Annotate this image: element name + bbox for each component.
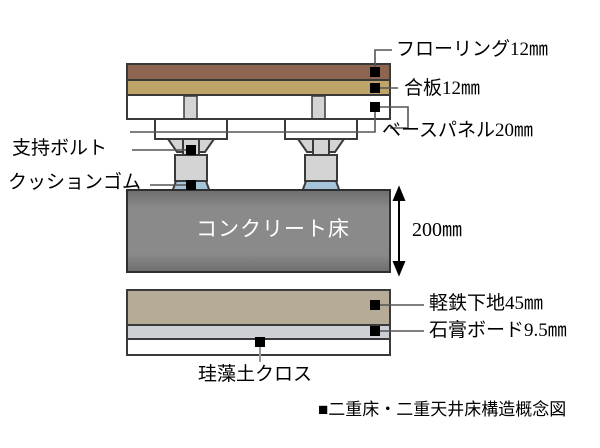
layer-gypsum-board (126, 324, 391, 340)
label-gypsum-board: 石膏ボード9.5㎜ (429, 320, 567, 341)
layer-flooring (126, 63, 391, 81)
marker-plywood (370, 83, 380, 93)
label-concrete-floor: コンクリート床 (196, 217, 350, 241)
label-steel-substrate: 軽鉄下地45㎜ (429, 293, 544, 314)
leader-base-panel-secondary (130, 112, 376, 133)
support-pedestal-right (284, 118, 358, 193)
marker-diatom-cloth (255, 337, 265, 347)
label-plywood: 合板12㎜ (404, 78, 481, 99)
marker-flooring (370, 67, 380, 77)
label-support-bolt: 支持ボルト (12, 138, 108, 159)
layer-steel-substrate (126, 289, 391, 326)
concrete-slab (126, 189, 391, 273)
base-panel-rib-left (183, 95, 198, 120)
marker-steel-substrate (370, 300, 380, 310)
marker-gypsum-board (370, 326, 380, 336)
marker-support-bolt (186, 145, 196, 155)
label-cushion-rubber: クッションゴム (8, 172, 142, 193)
label-concrete-thickness: 200㎜ (412, 219, 462, 241)
marker-cushion-rubber (186, 180, 196, 190)
label-diatom-cloth: 珪藻土クロス (198, 364, 313, 385)
leader-lines-ceiling-right (380, 304, 424, 332)
diagram-caption: ■二重床・二重天井床構造概念図 (318, 400, 567, 419)
label-flooring: フローリング12㎜ (396, 39, 549, 60)
layer-plywood (126, 79, 391, 96)
leader-lines-support-left (132, 149, 186, 186)
marker-base-panel (370, 102, 380, 112)
label-base-panel: ベースパネル20㎜ (382, 120, 534, 141)
base-panel-rib-right (311, 95, 326, 120)
layer-base-panel (126, 94, 391, 120)
dimension-arrow-200mm (392, 185, 406, 277)
